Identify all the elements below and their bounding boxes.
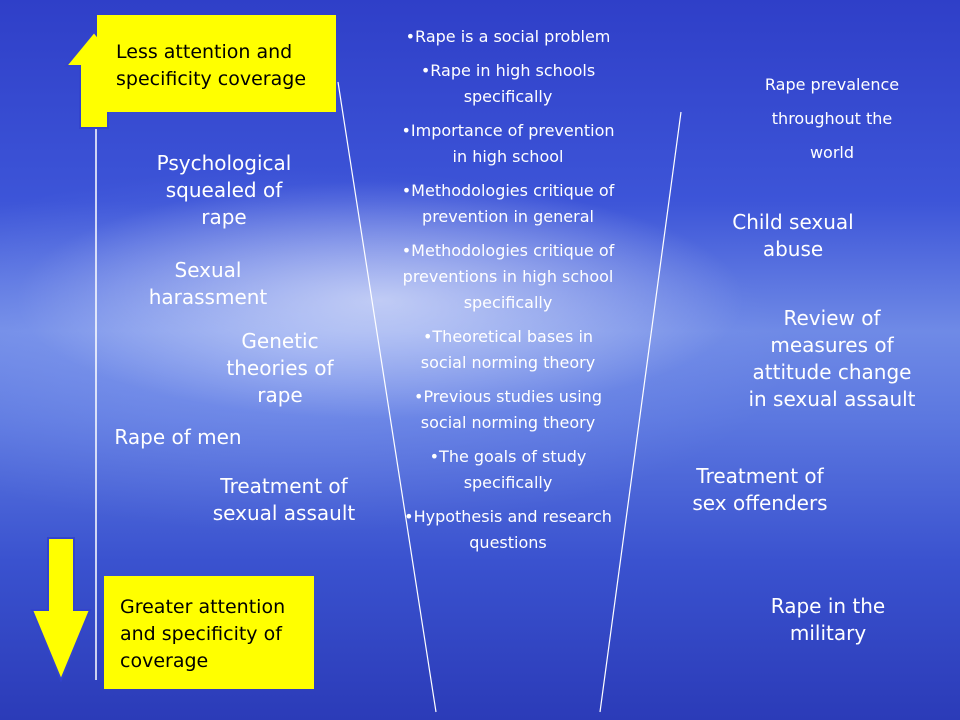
funnel-item: •The goals of study specifically [429,447,587,492]
funnel-item: •Previous studies using social norming t… [414,387,602,432]
topic-line: rape [257,383,303,407]
topic-line: Sexual [174,258,242,282]
topic-genetic-theories: Genetic theories of rape [212,328,348,409]
topic-line: harassment [148,285,268,309]
greater-attention-box: Greater attention and specificity of cov… [104,576,314,689]
topic-line: rape [201,205,247,229]
funnel-left-edge [337,81,437,713]
topic-line: throughout the [771,109,893,128]
less-attention-line: Less attention and [116,41,293,63]
greater-attention-line: coverage [120,650,209,672]
topic-line: Rape in the [770,594,886,618]
topic-line: Psychological [156,151,292,175]
topic-treatment-sexual-assault: Treatment of sexual assault [200,473,368,527]
greater-attention-line: Greater attention [120,596,286,618]
topic-line: squealed of [165,178,283,202]
topic-line: measures of [770,333,894,357]
topic-review-attitude-change: Review of measures of attitude change in… [737,305,927,413]
topic-line: world [809,143,855,162]
topic-sexual-harassment: Sexual harassment [138,257,278,311]
funnel-item: •Methodologies critique of preventions i… [401,241,615,312]
topic-line: Genetic [241,329,319,353]
topic-line: military [789,621,867,645]
topic-line: attitude change [752,360,912,384]
topic-line: theories of [226,356,334,380]
topic-psychological-sequelae: Psychological squealed of rape [144,150,304,231]
topic-line: abuse [762,237,824,261]
topic-line: sex offenders [692,491,828,515]
topic-line: Child sexual [732,210,854,234]
topic-line: sexual assault [212,501,356,525]
topic-rape-in-military: Rape in the military [752,593,904,647]
funnel-item: •Methodologies critique of prevention in… [401,181,615,226]
greater-attention-line: and specificity of [120,623,282,645]
topic-child-sexual-abuse: Child sexual abuse [718,209,868,263]
topic-rape-of-men: Rape of men [100,424,256,451]
funnel-item: •Rape in high schools specifically [420,61,596,106]
topic-line: Treatment of [220,474,348,498]
topic-line: Rape of men [114,425,242,449]
less-attention-line: specificity coverage [116,68,307,90]
funnel-item: •Importance of prevention in high school [401,121,615,166]
topic-line: Rape prevalence [764,75,900,94]
topic-rape-prevalence: Rape prevalence throughout the world [752,68,912,170]
down-arrow-icon [30,537,92,683]
funnel-right-edge [599,111,682,713]
funnel-item: •Theoretical bases in social norming the… [420,327,596,372]
funnel-item: •Rape is a social problem [405,27,611,46]
funnel-item: •Hypothesis and research questions [404,507,612,552]
funnel-item-list: •Rape is a social problem •Rape in high … [398,24,618,564]
topic-line: Treatment of [696,464,824,488]
topic-treatment-sex-offenders: Treatment of sex offenders [680,463,840,517]
less-attention-box: Less attention and specificity coverage [97,15,336,112]
topic-line: in sexual assault [748,387,916,411]
topic-line: Review of [783,306,881,330]
